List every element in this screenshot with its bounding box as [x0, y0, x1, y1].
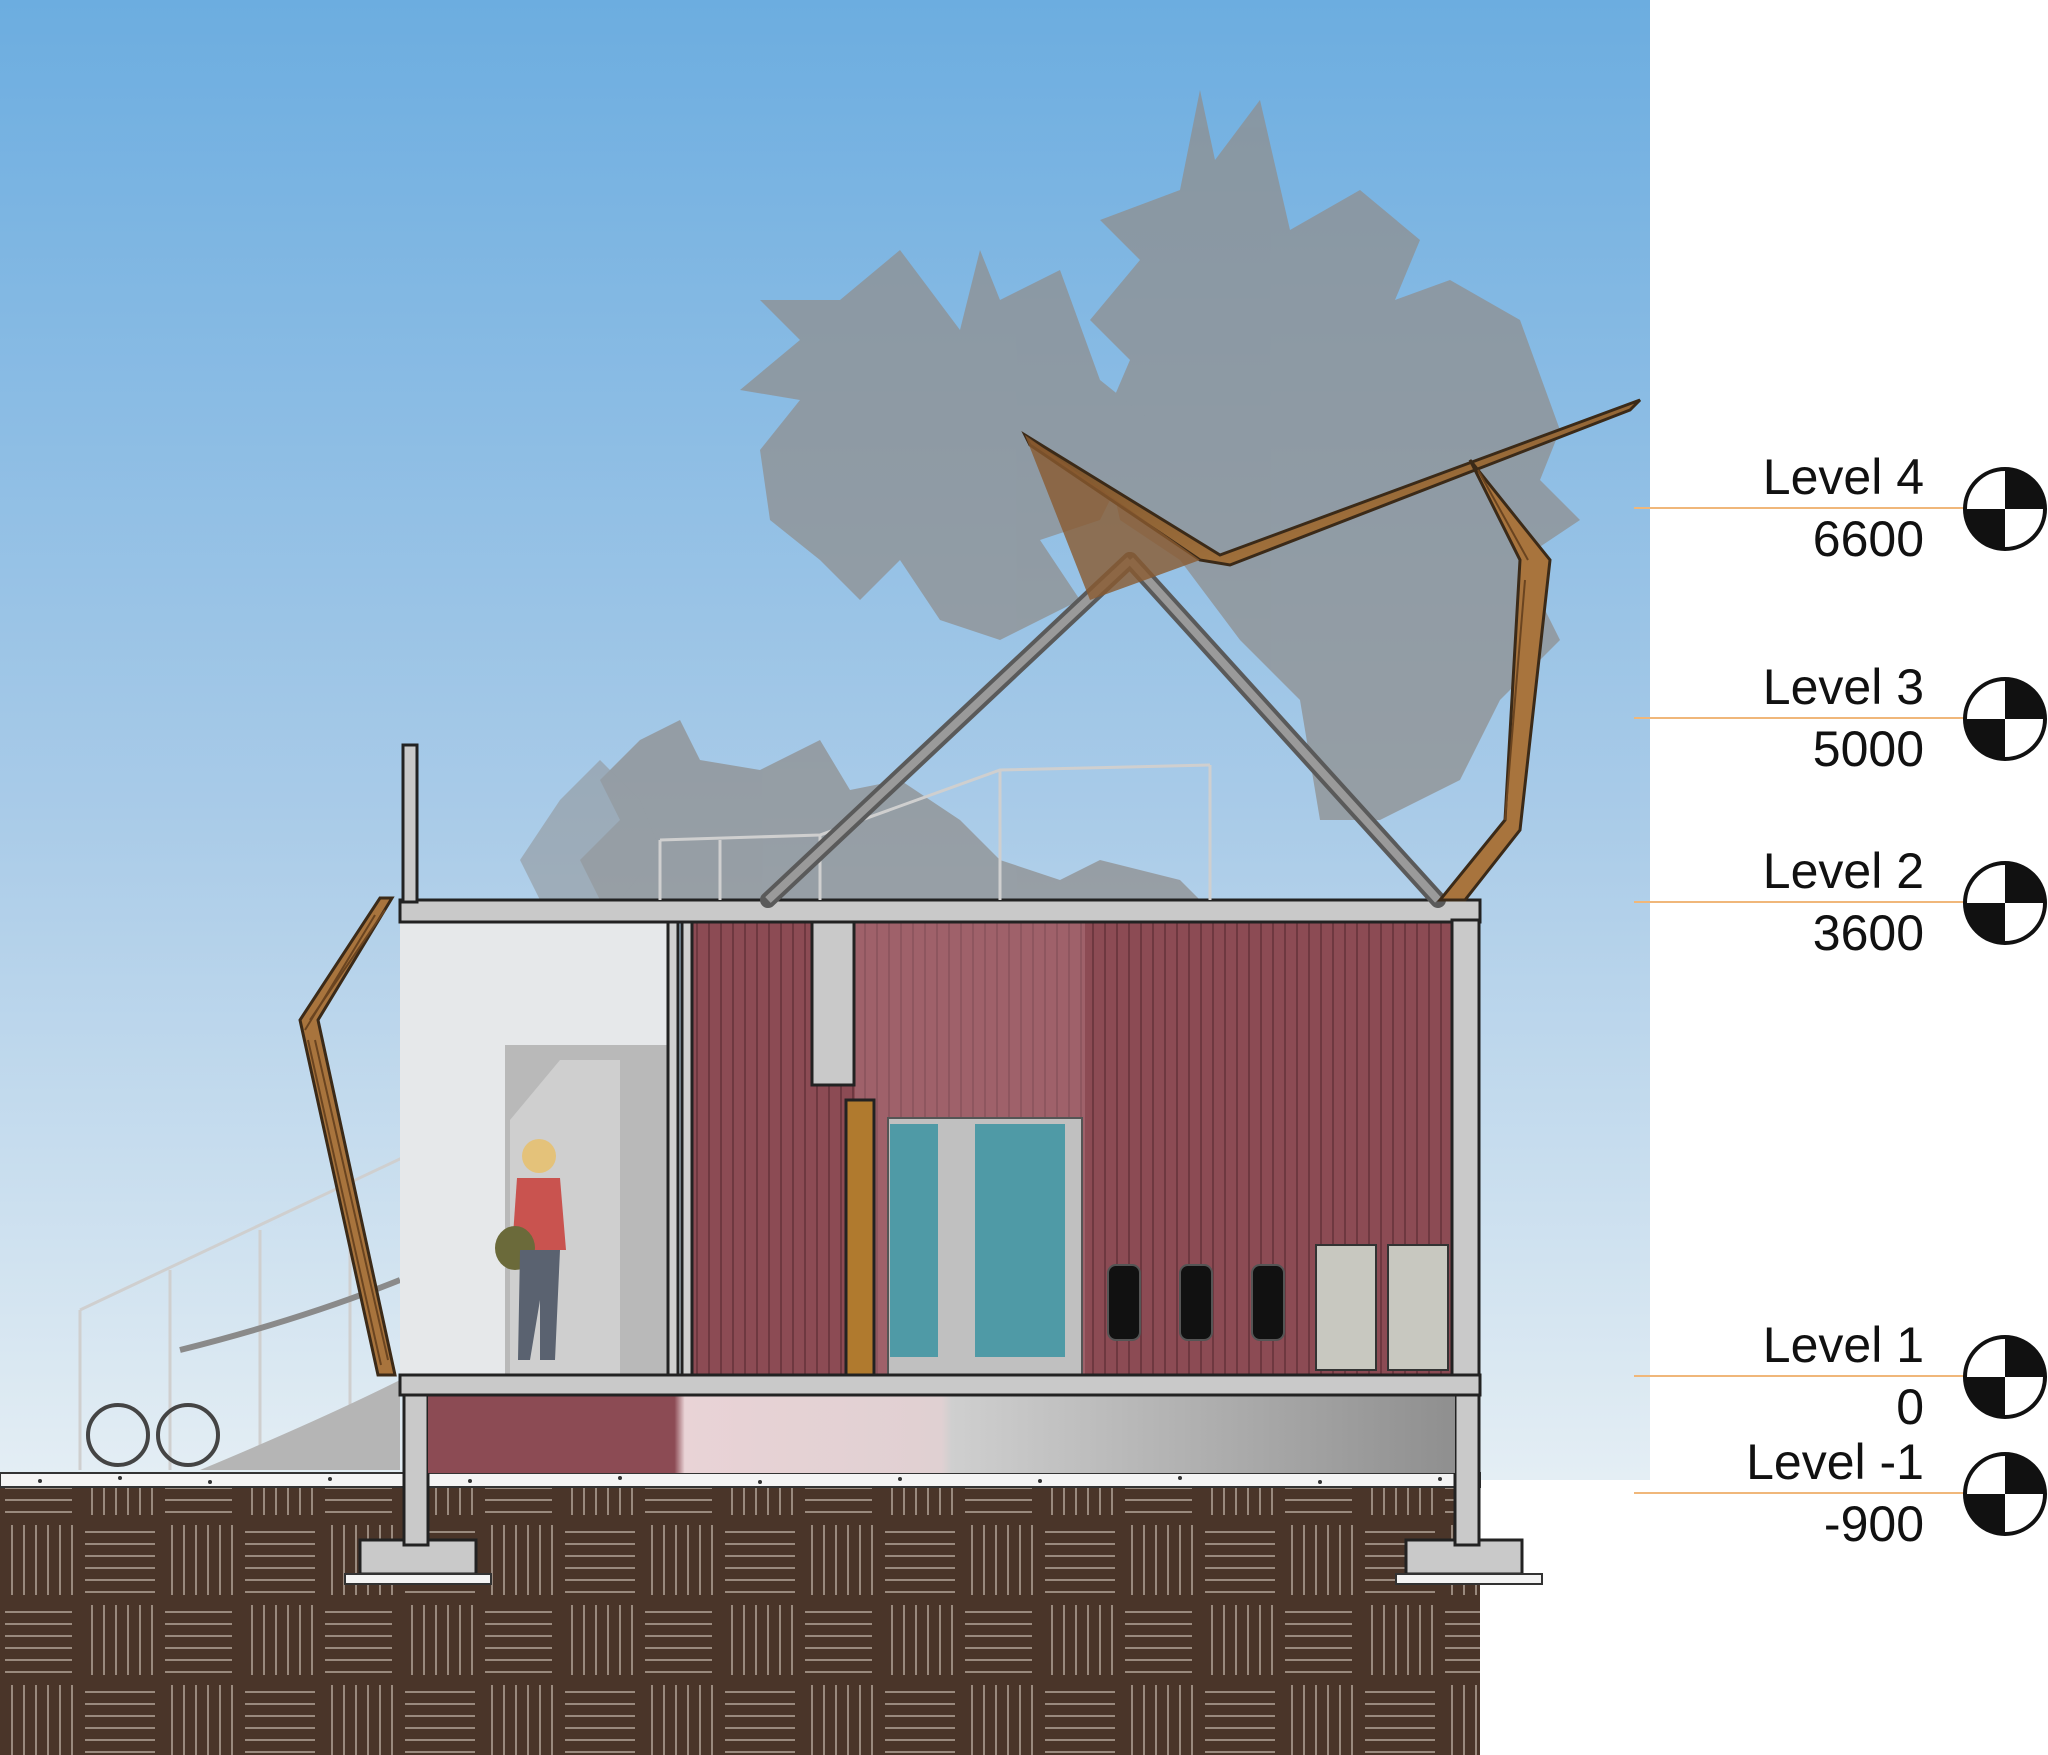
person-figure [495, 1139, 566, 1360]
level-marker-2: Level 2 3600 [1634, 843, 2048, 976]
ground-soil [0, 1485, 1480, 1755]
level-datum-line [1634, 901, 2014, 903]
urinal [1107, 1264, 1285, 1341]
column-right [1453, 1383, 1481, 1547]
parapet-post [401, 743, 419, 904]
ground-surface [0, 1472, 1481, 1488]
timber-screen-left [298, 896, 397, 1377]
mullion [666, 918, 680, 1377]
level-elevation: -900 [1823, 1496, 1924, 1552]
level-elevation: 3600 [1812, 905, 1924, 961]
timber-screen-right [1436, 459, 1552, 902]
column-left [402, 1383, 430, 1547]
walkway-slab [200, 1380, 400, 1470]
level-datum-symbol-icon [1963, 1452, 2047, 1536]
floor-slab [398, 1373, 1482, 1397]
timber-door [844, 1098, 876, 1377]
level-datum-symbol-icon [1963, 1335, 2047, 1419]
level-datum-symbol-icon [1963, 861, 2047, 945]
level-elevation: 5000 [1812, 721, 1924, 777]
level-name: Level 1 [1762, 1317, 1924, 1373]
level-elevation: 0 [1896, 1379, 1924, 1435]
level-elevation: 6600 [1812, 511, 1924, 567]
foundation-right [1395, 1538, 1543, 1585]
level-marker-4: Level 4 6600 [1634, 449, 2048, 582]
partition-column [810, 918, 856, 1087]
level-name: Level 4 [1762, 449, 1924, 505]
cubicle-door-left [890, 1124, 938, 1357]
cubicle-door-right [975, 1124, 1065, 1357]
level-datum-line [1634, 507, 2014, 509]
level-datum-line [1634, 1375, 2014, 1377]
bicycle-rack-icon [86, 1403, 220, 1467]
wall-right [1450, 918, 1481, 1377]
level-datum-symbol-icon [1963, 467, 2047, 551]
roof-slab [398, 898, 1482, 924]
level-marker-3: Level 3 5000 [1634, 659, 2048, 792]
foundation-left [344, 1538, 492, 1585]
level-name: Level 3 [1762, 659, 1924, 715]
level-datum-line [1634, 717, 2014, 719]
wash-basin [1315, 1244, 1449, 1371]
level-marker-1: Level 1 0 [1634, 1317, 2048, 1450]
level-marker-minus-1: Level -1 -900 [1634, 1434, 2048, 1567]
level-name: Level -1 [1746, 1434, 1924, 1490]
level-name: Level 2 [1762, 843, 1924, 899]
level-datum-symbol-icon [1963, 677, 2047, 761]
lower-band [428, 1393, 1455, 1473]
level-datum-line [1634, 1492, 2014, 1494]
